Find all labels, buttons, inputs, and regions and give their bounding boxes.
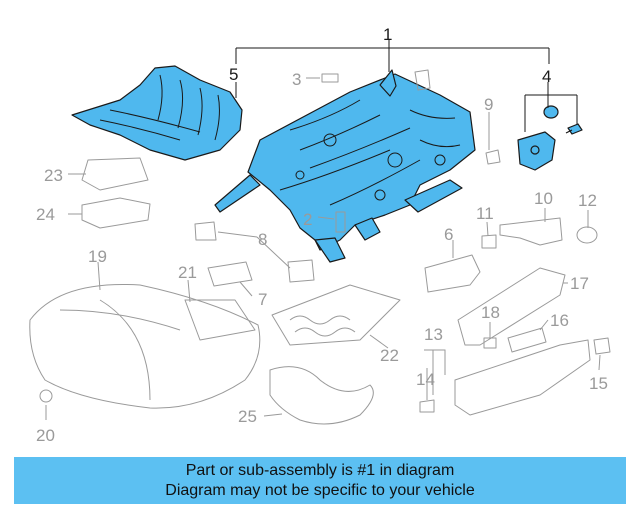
part-8-bracket-b (287, 259, 315, 283)
part-3-bolt (321, 73, 339, 83)
callout-10: 10 (534, 189, 553, 208)
part-9-bracket (414, 69, 431, 91)
part-5-seat-cushion-frame-pan[interactable] (71, 65, 243, 161)
leader-lines (45, 40, 601, 420)
callout-25: 25 (238, 407, 257, 426)
callout-12: 12 (578, 191, 597, 210)
callout-5: 5 (229, 65, 238, 84)
callout-22: 22 (380, 346, 399, 365)
callout-17: 17 (570, 274, 589, 293)
callout-3: 3 (292, 70, 301, 89)
part-17-shield-frame (457, 267, 566, 346)
callout-7: 7 (258, 290, 267, 309)
part-22-spring-mat (271, 284, 401, 346)
callout-21: 21 (178, 263, 197, 282)
callout-4: 4 (542, 67, 551, 86)
part-10-lever (499, 217, 563, 246)
part-4-adjuster-handle-and-bolt[interactable] (517, 105, 583, 171)
callout-19: 19 (88, 247, 107, 266)
part-18-screw (483, 337, 497, 349)
part-14-clip (419, 399, 435, 413)
callout-16: 16 (550, 311, 569, 330)
part-15-fastener (593, 337, 611, 355)
callout-23: 23 (44, 166, 63, 185)
part-6-trim-panel (424, 254, 481, 293)
callout-1: 1 (383, 25, 392, 44)
callout-14: 14 (416, 370, 435, 389)
part-23-control-module (81, 157, 149, 191)
part-9-clip (485, 149, 501, 165)
callout-11: 11 (476, 204, 494, 223)
callout-13: 13 (424, 325, 443, 344)
part-24-motor (81, 197, 151, 229)
callout-24: 24 (36, 205, 55, 224)
callout-2: 2 (303, 210, 312, 229)
part-12-knob (576, 226, 598, 244)
part-7-cover (207, 261, 253, 287)
part-2-bolt (335, 211, 346, 233)
part-8-bracket-a (194, 221, 217, 241)
part-13-side-shield (454, 339, 591, 416)
info-banner: Part or sub-assembly is #1 in diagram Di… (14, 457, 626, 504)
part-19-seat-cushion (29, 283, 261, 409)
callout-labels: 1 2 3 4 5 6 7 8 9 10 11 12 13 14 15 16 1… (36, 25, 608, 445)
part-25-wiring-harness (269, 366, 374, 425)
callout-6: 6 (444, 225, 453, 244)
part-21-pad (184, 299, 256, 341)
parts-diagram: 1 2 3 4 5 6 7 8 9 10 11 12 13 14 15 16 1… (29, 25, 611, 445)
callout-15: 15 (589, 374, 608, 393)
banner-line-1: Part or sub-assembly is #1 in diagram (185, 461, 455, 479)
part-1-seat-frame-track[interactable] (214, 69, 476, 263)
callout-8: 8 (258, 230, 267, 249)
part-16-switch (507, 327, 547, 353)
callout-20: 20 (36, 426, 55, 445)
part-11-clip (481, 234, 497, 249)
part-20-clip (39, 389, 53, 403)
callout-9: 9 (484, 95, 493, 114)
banner-line-2: Diagram may not be specific to your vehi… (165, 481, 475, 499)
other-parts (29, 69, 611, 425)
callout-18: 18 (481, 303, 500, 322)
